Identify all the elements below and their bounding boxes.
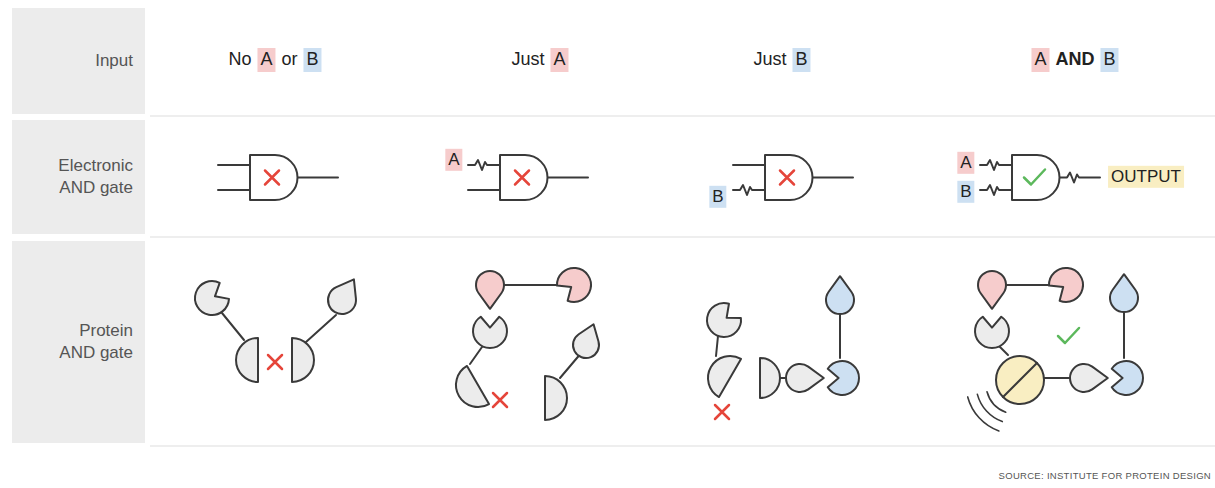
row-separator <box>150 236 1215 238</box>
column-heading-word: A <box>1031 48 1049 72</box>
success-check <box>1058 328 1079 343</box>
active-reporter <box>996 356 1044 404</box>
input-wire <box>980 160 1012 170</box>
protein-key <box>1110 274 1138 312</box>
column-header: Just B <box>753 44 810 76</box>
signal-wave <box>987 392 1006 412</box>
fail-cross <box>268 355 282 369</box>
column-heading-word: Just <box>753 49 786 71</box>
output-wire <box>548 177 588 179</box>
protein-binder <box>975 317 1009 348</box>
signal-name: A <box>445 149 462 171</box>
protein-key <box>573 324 599 358</box>
column-heading-word: B <box>793 48 811 72</box>
fail-cross <box>265 171 279 185</box>
and-gate-symbol <box>1012 155 1060 200</box>
protein-binder <box>1112 361 1143 395</box>
row-header-text: Protein AND gate <box>43 320 133 364</box>
output-wire <box>813 177 853 179</box>
protein-binder <box>1049 268 1083 302</box>
protein-linker <box>306 315 336 342</box>
signal-wave <box>968 397 999 431</box>
row-header-text: Electronic AND gate <box>43 155 133 199</box>
protein-half <box>760 358 780 398</box>
fail-cross <box>515 171 529 185</box>
protein-half <box>448 366 489 415</box>
input-wire <box>468 160 500 170</box>
fail-cross <box>780 171 794 185</box>
protein-linker <box>470 347 482 364</box>
input-wire <box>733 185 765 195</box>
column-heading-word: B <box>304 48 322 72</box>
signal-name: B <box>957 181 974 203</box>
protein-linker <box>1044 377 1070 379</box>
row-separator <box>150 115 1215 117</box>
protein-half <box>545 376 567 420</box>
row-header-text: Input <box>95 50 133 72</box>
column-heading-word: or <box>282 49 298 71</box>
signal-name: B <box>709 186 726 208</box>
column-heading-word: A <box>551 48 569 72</box>
protein-binder <box>195 281 229 315</box>
protein-binder <box>473 317 507 348</box>
column-header: No Aor B <box>228 44 321 76</box>
and-gate-symbol <box>765 155 813 200</box>
column-heading-word: AND <box>1056 49 1095 71</box>
protein-key <box>786 364 824 392</box>
protein-half <box>292 338 314 382</box>
protein-binder <box>707 303 741 337</box>
protein-linker <box>1000 347 1008 355</box>
input-wire <box>468 189 500 191</box>
protein-linker <box>222 313 244 340</box>
input-wire <box>733 164 765 166</box>
signal-name: A <box>957 152 974 174</box>
row-header-cell: Electronic AND gate <box>12 120 145 234</box>
row-header-cell: Input <box>12 8 145 114</box>
and-gate-symbol <box>250 155 298 200</box>
column-heading-word: A <box>257 48 275 72</box>
protein-key <box>476 271 504 309</box>
row-separator <box>150 445 1215 447</box>
output-wire <box>1060 173 1100 183</box>
row-header-cell: Protein AND gate <box>12 241 145 443</box>
source-note: SOURCE: INSTITUTE FOR PROTEIN DESIGN <box>999 470 1211 481</box>
input-wire <box>218 189 250 191</box>
signal-wave <box>977 394 1002 421</box>
protein-key <box>1070 364 1108 392</box>
fail-cross <box>715 405 729 419</box>
column-header: Just A <box>511 44 568 76</box>
column-header: A AND B <box>1031 44 1118 76</box>
protein-linker <box>716 336 718 356</box>
protein-binder <box>557 268 591 302</box>
column-heading-word: B <box>1101 48 1119 72</box>
protein-key <box>826 276 854 314</box>
column-heading-word: No <box>228 49 251 71</box>
protein-binder <box>828 361 859 395</box>
protein-key <box>978 271 1006 309</box>
signal-name: OUTPUT <box>1108 166 1184 188</box>
protein-half <box>236 338 258 382</box>
input-wire <box>980 185 1012 195</box>
output-wire <box>298 177 338 179</box>
input-wire <box>218 164 250 166</box>
fail-cross <box>493 393 507 407</box>
success-check <box>1024 170 1045 185</box>
and-gate-symbol <box>500 155 548 200</box>
protein-half <box>700 348 741 397</box>
reporter-split <box>1003 363 1037 397</box>
column-heading-word: Just <box>511 49 544 71</box>
protein-key <box>328 279 356 314</box>
